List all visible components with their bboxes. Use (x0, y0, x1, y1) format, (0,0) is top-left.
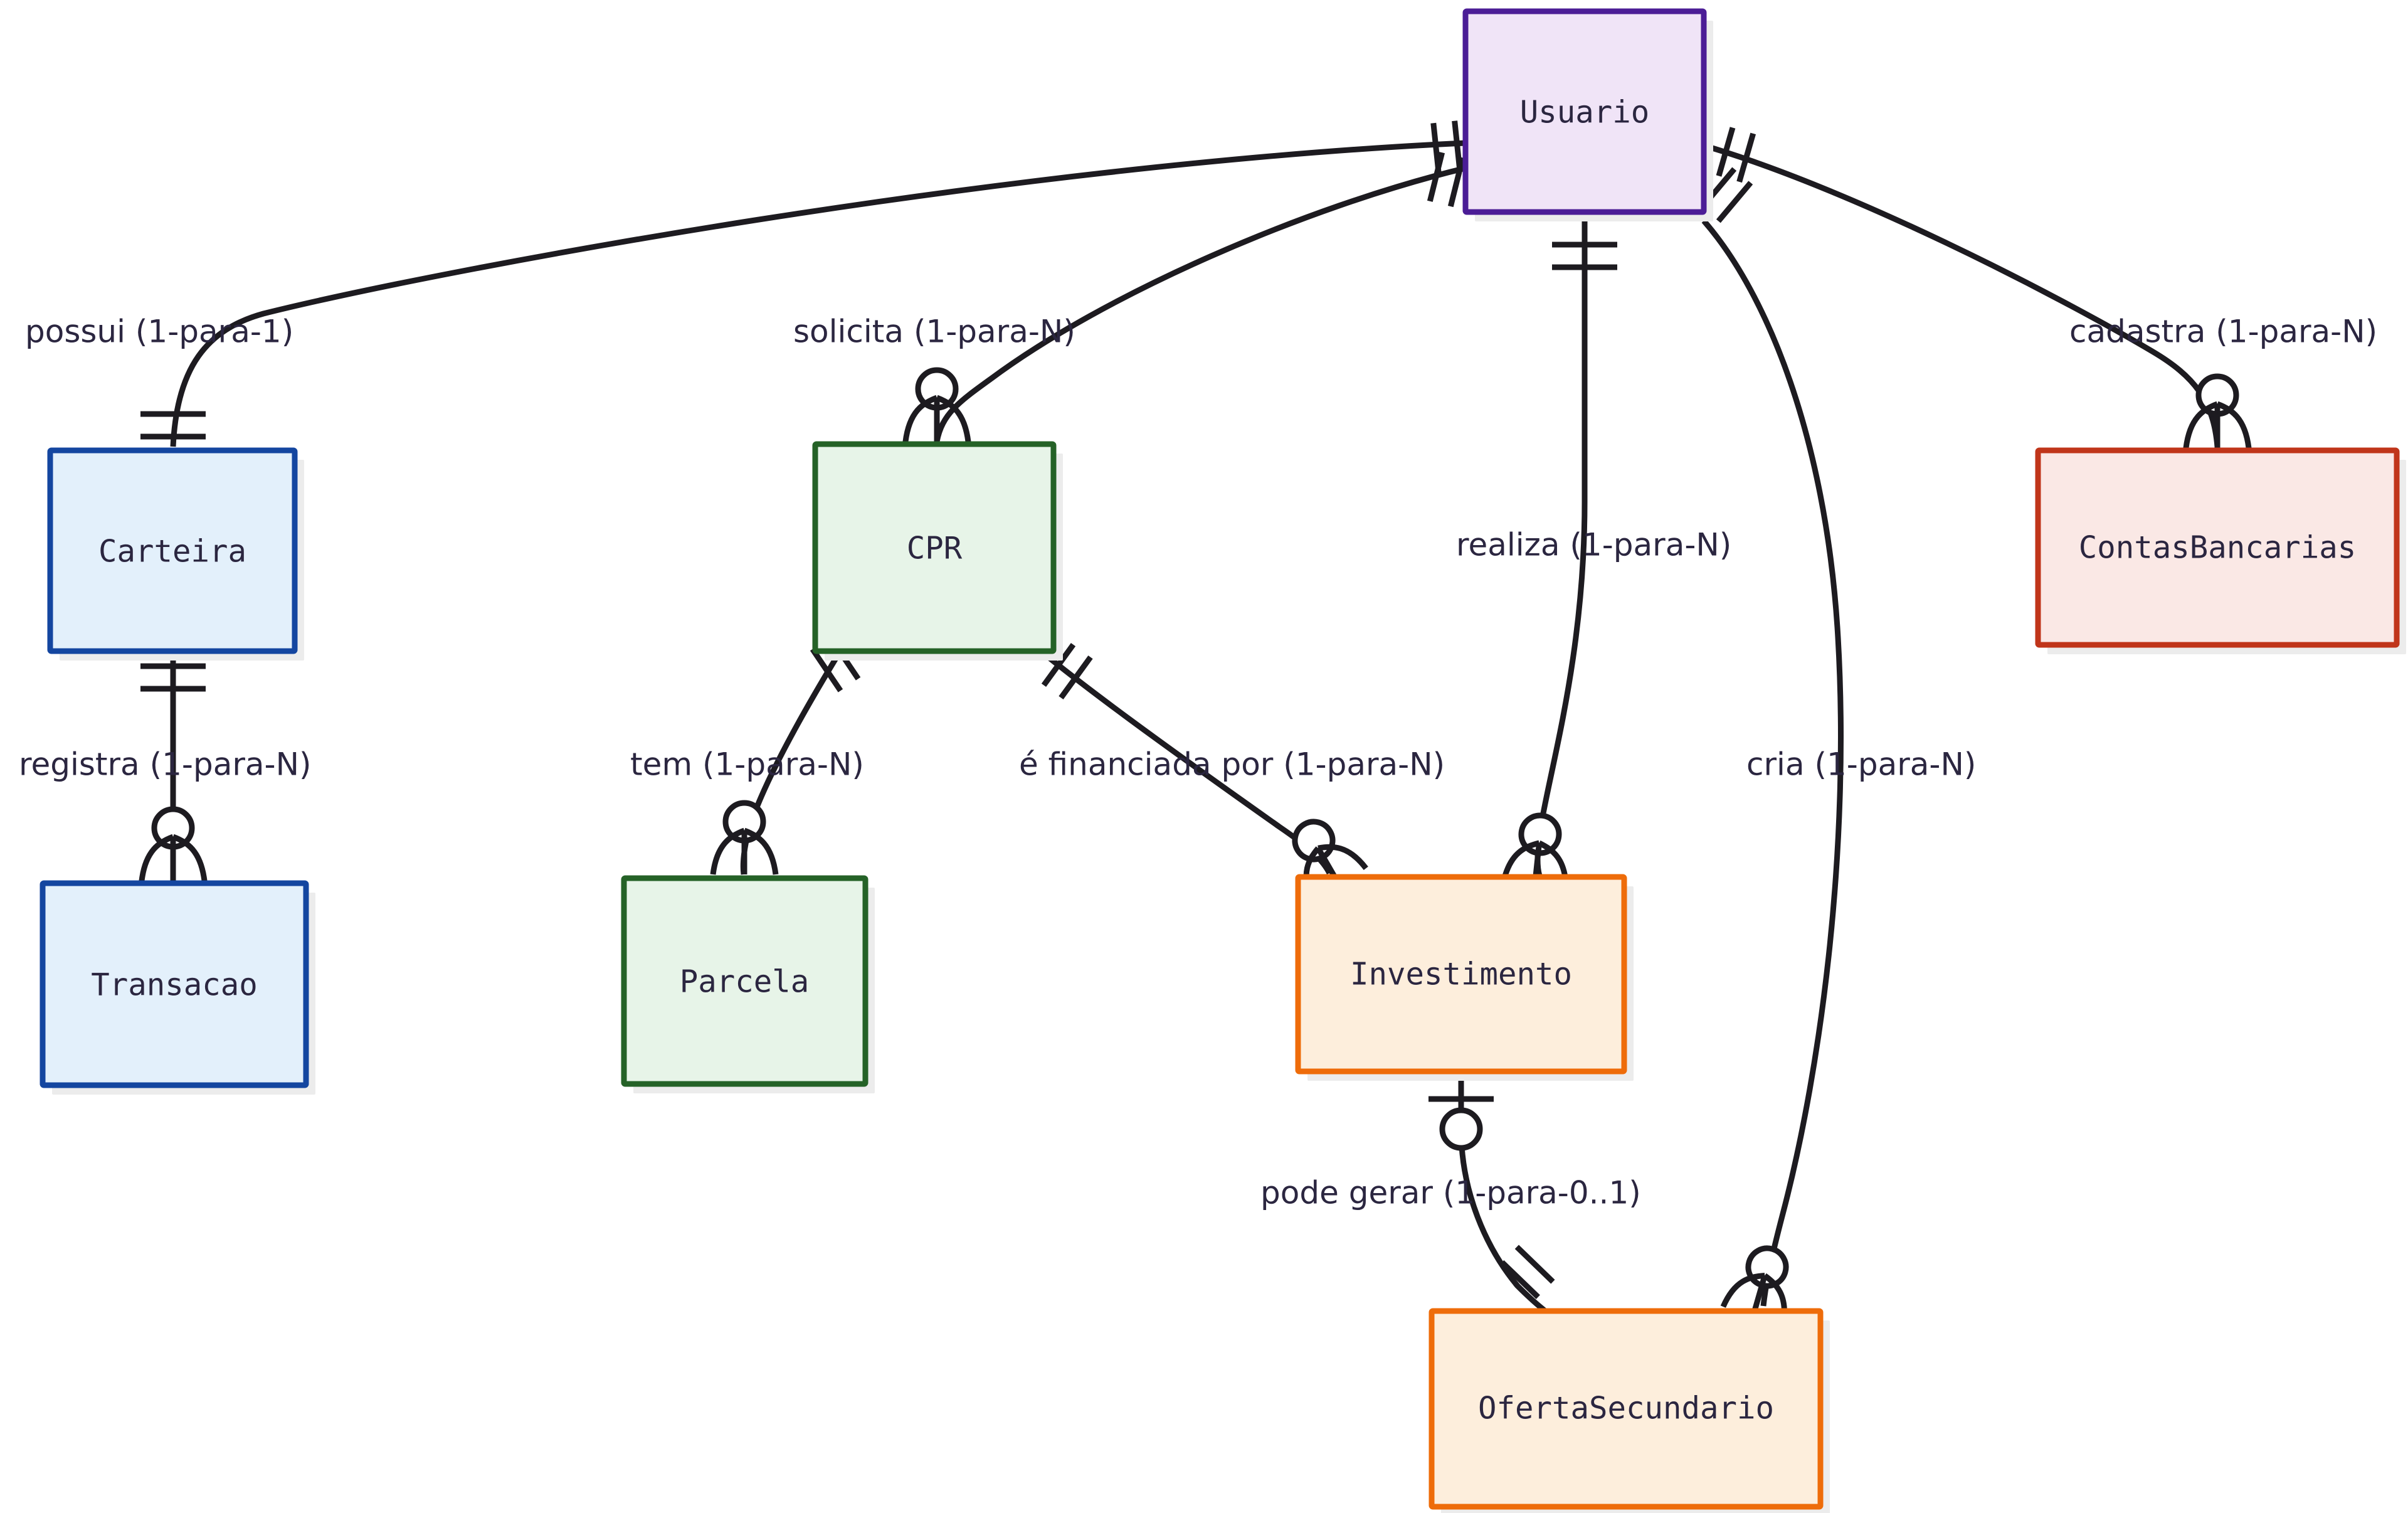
entity-transacao[interactable]: Transacao (40, 880, 315, 1095)
marker-one-cpr-financiada (1041, 642, 1093, 699)
entity-usuario-label: Usuario (1520, 95, 1650, 130)
entity-carteira-label: Carteira (98, 534, 246, 570)
entity-parcela[interactable]: Parcela (621, 875, 875, 1093)
rel-label-cria: cria (1-para-N) (1746, 746, 1976, 783)
marker-one-usuario-cadastra (1716, 127, 1756, 183)
edge-cadastra (1703, 142, 2221, 447)
entity-contasbancarias-label: ContasBancarias (2079, 530, 2357, 566)
marker-one-carteira-possui (140, 411, 206, 440)
marker-zeromany-parcela-tem (710, 800, 779, 875)
marker-one-oferta-podegerar (1500, 1245, 1555, 1300)
entity-investimento-label: Investimento (1350, 957, 1572, 992)
entity-parcela-label: Parcela (680, 964, 810, 1000)
entity-investimento[interactable]: Investimento (1295, 874, 1634, 1081)
entity-cpr-label: CPR (907, 531, 963, 566)
entity-usuario[interactable]: Usuario (1462, 8, 1713, 221)
rel-label-solicita: solicita (1-para-N) (793, 314, 1075, 350)
entity-cpr[interactable]: CPR (812, 441, 1063, 661)
entity-carteira[interactable]: Carteira (47, 447, 304, 661)
edge-cria (1701, 219, 1844, 1307)
marker-zeroone-investimento-podegerar (1439, 1107, 1483, 1151)
entity-contasbancarias[interactable]: ContasBancarias (2035, 447, 2406, 654)
edge-podegerar (1458, 1071, 1548, 1314)
edge-possui (170, 140, 1466, 447)
marker-zeromany-transacao-registra (139, 806, 208, 881)
rel-label-possui: possui (1-para-1) (25, 314, 293, 350)
cardinality-markers-layer (139, 120, 2252, 1325)
marker-one-carteira-registra (140, 663, 206, 692)
edges-layer (170, 140, 2221, 1314)
marker-one-usuario-realiza (1552, 242, 1617, 270)
entity-ofertasecundario[interactable]: OfertaSecundario (1428, 1308, 1830, 1513)
rel-label-realiza: realiza (1-para-N) (1456, 527, 1731, 563)
rel-label-financiada: é financiada por (1-para-N) (1019, 746, 1445, 783)
rel-label-cadastra: cadastra (1-para-N) (2069, 314, 2377, 350)
entity-transacao-label: Transacao (91, 967, 258, 1003)
rel-label-podegerar: pode gerar (1-para-0..1) (1260, 1175, 1641, 1211)
marker-one-usuario-solicita (1427, 152, 1466, 208)
rel-label-registra: registra (1-para-N) (19, 746, 311, 783)
entities-layer: Usuario Carteira Transacao CPR (40, 8, 2406, 1513)
marker-zeromany-investimento-financiada (1292, 819, 1368, 901)
edge-solicita (934, 165, 1467, 442)
entity-ofertasecundario-label: OfertaSecundario (1478, 1391, 1774, 1426)
marker-zeromany-cpr-solicita (902, 367, 971, 442)
rel-label-tem: tem (1-para-N) (630, 746, 864, 783)
relationship-labels-layer: possui (1-para-1) registra (1-para-N) so… (19, 314, 2377, 1211)
marker-zeromany-contas-cadastra (2183, 373, 2252, 449)
